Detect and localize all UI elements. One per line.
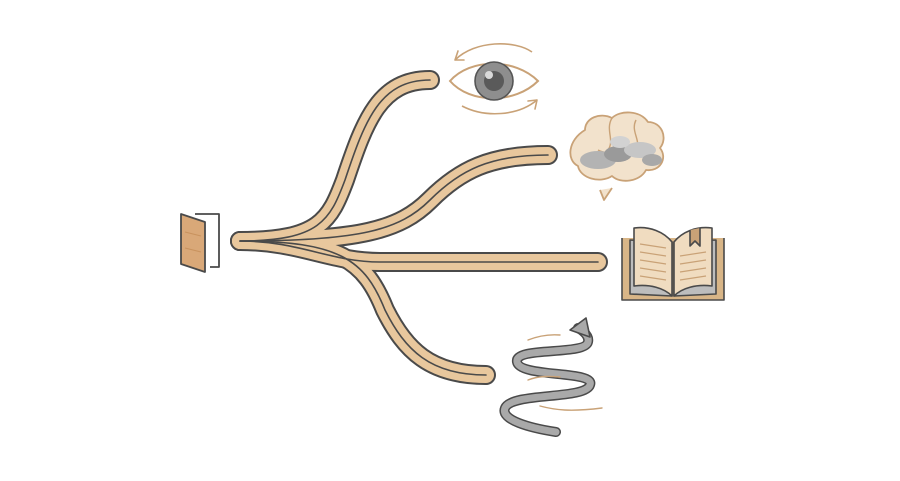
groove-eye [239,79,431,242]
track-fills [232,72,606,383]
spiral-arrow-icon [499,317,603,437]
book-icon [621,226,725,301]
groove-spiral [239,240,487,376]
track-grooves [239,79,599,376]
eye-arrow-bottom [461,99,538,115]
brain-icon [569,111,665,201]
cloud-shading [580,136,662,169]
track-group [230,70,608,385]
spiral-motion-lines [527,334,603,411]
eye-arrow-top [454,43,533,61]
groove-brain [239,154,549,242]
door-icon [180,213,220,273]
eye-icon [448,43,540,115]
book-text-lines [639,243,707,281]
